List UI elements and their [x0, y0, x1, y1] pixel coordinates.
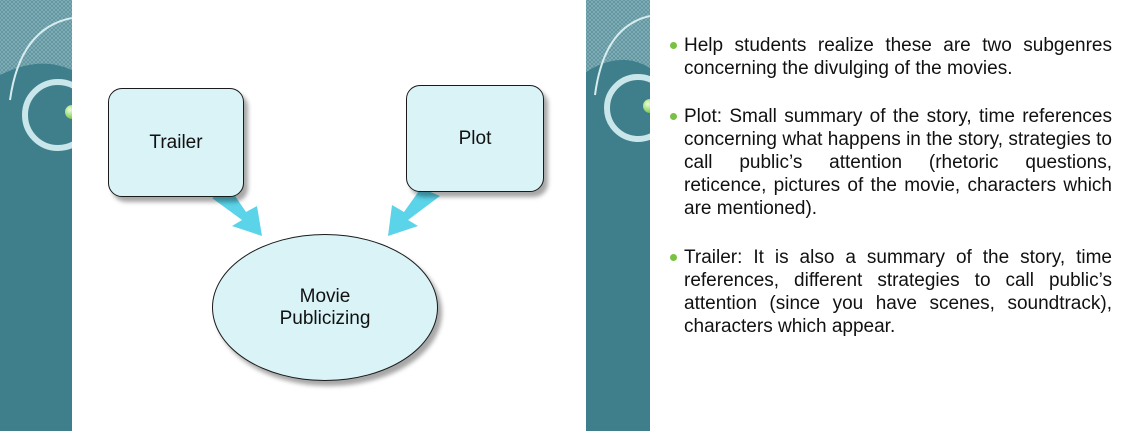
bullet-item: Trailer: It is also a summary of the sto… — [670, 246, 1112, 338]
arrow-plot-to-center — [388, 188, 440, 236]
center-label-line-1: Movie — [299, 285, 351, 307]
bullet-marker — [670, 42, 677, 49]
movie-publicizing-ellipse: Movie Publicizing — [212, 234, 438, 381]
bullet-text: Help students realize these are two subg… — [684, 35, 1112, 79]
decorative-side-band — [0, 0, 72, 431]
diagram-slide: Trailer Plot Movie Publicizing — [0, 0, 560, 431]
bullet-marker — [670, 254, 677, 261]
plot-box: Plot — [406, 85, 544, 192]
text-slide: Help students realize these are two subg… — [586, 0, 1129, 431]
side-band-graphic — [0, 0, 72, 431]
side-band-graphic — [586, 0, 650, 431]
bullet-text: Trailer: It is also a summary of the sto… — [684, 247, 1112, 337]
bullet-text: Plot: Small summary of the story, time r… — [684, 106, 1112, 219]
trailer-box: Trailer — [108, 88, 244, 197]
bullet-item: Plot: Small summary of the story, time r… — [670, 105, 1112, 220]
bullet-item: Help students realize these are two subg… — [670, 34, 1112, 80]
green-ball-ornament — [643, 99, 650, 113]
arrow-trailer-to-center — [212, 190, 262, 236]
decorative-side-band — [586, 0, 650, 431]
green-ball-ornament — [65, 105, 72, 119]
ring-ornament — [604, 74, 650, 142]
center-label-line-2: Publicizing — [279, 307, 371, 329]
trailer-label: Trailer — [149, 131, 203, 153]
connector-arrows — [212, 188, 440, 236]
bullet-list: Help students realize these are two subg… — [670, 34, 1112, 363]
bullet-marker — [670, 113, 677, 120]
ring-ornament — [22, 79, 72, 151]
plot-label: Plot — [458, 127, 492, 149]
